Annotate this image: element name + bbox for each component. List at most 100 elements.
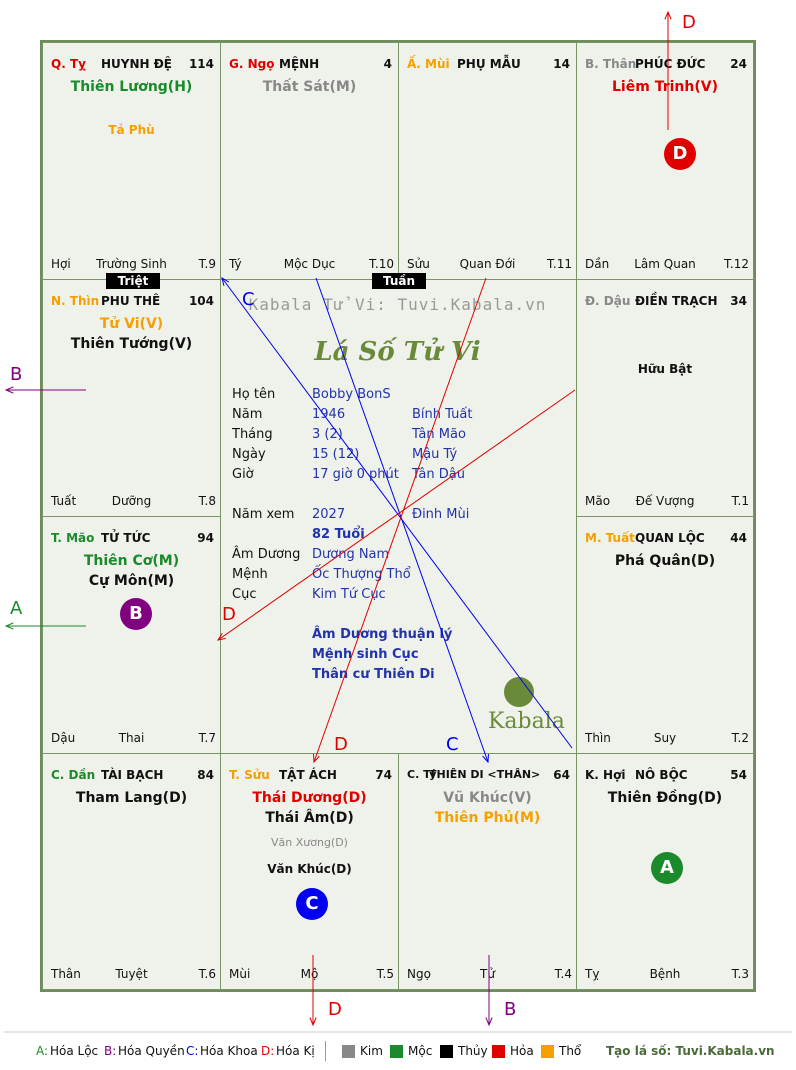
palace-footer-month: T.12 [724, 257, 749, 271]
palace-footer-branch: Dần [585, 257, 610, 271]
swatch-kim [342, 1045, 355, 1058]
info-label: Năm xem [232, 507, 295, 522]
palace-footer-branch: Mùi [229, 967, 251, 981]
legend-d-key: D: [261, 1044, 275, 1058]
info-can-chi: Mậu Tý [412, 447, 458, 462]
legend-b-key: B: [104, 1044, 117, 1058]
legend-thuy: Thủy [458, 1044, 488, 1058]
palace-footer-stage: Thai [118, 731, 145, 745]
palace-number: 84 [197, 768, 214, 782]
palace-footer-month: T.9 [198, 257, 216, 271]
palace-footer-branch: Ngọ [407, 967, 431, 981]
main-star: Tử Vi(V) [99, 316, 164, 332]
palace-name: THIÊN DI <THÂN> [429, 768, 541, 781]
palace-footer-stage: Mộ [300, 967, 319, 981]
info-value: Ốc Thượng Thổ [312, 567, 411, 582]
palace-footer-month: T.7 [198, 731, 216, 745]
legend-c-key: C: [186, 1044, 199, 1058]
info-label: Năm [232, 407, 263, 422]
info-label: Tháng [232, 427, 273, 442]
info-label: Cục [232, 587, 257, 602]
main-star: Thiên Đồng(D) [607, 790, 723, 806]
credit-link[interactable]: Tạo lá số: Tuvi.Kabala.vn [606, 1044, 775, 1058]
palace-name: QUAN LỘC [635, 531, 705, 545]
palace-number: 64 [553, 768, 570, 782]
palace-branch: Đ. Dậu [585, 294, 631, 308]
info-label: Âm Dương [232, 547, 301, 562]
palace-footer-branch: Dậu [51, 731, 76, 745]
info-note: Thân cư Thiên Di [312, 667, 435, 682]
palace-number: 44 [730, 531, 747, 545]
palace-footer-stage: Đế Vượng [635, 494, 695, 508]
arrow-label-left-a: A [10, 598, 23, 619]
palace-branch: M. Tuất [585, 531, 635, 545]
legend-a-text: Hóa Lộc [50, 1044, 99, 1058]
arrow-label-left-b: B [10, 364, 22, 385]
main-star: Thiên Lương(H) [70, 79, 193, 95]
palace-footer-month: T.3 [731, 967, 749, 981]
palace-footer-month: T.4 [554, 967, 572, 981]
info-value: 2027 [312, 507, 346, 522]
main-star: Thiên Tướng(V) [70, 336, 193, 352]
minor-star: Văn Khúc(D) [267, 862, 352, 876]
palace-branch: C. Tý [407, 768, 437, 781]
arrow-left-a-head [4, 622, 14, 630]
palace-name: PHỤ MẪU [457, 57, 521, 71]
palace-number: 94 [197, 531, 214, 545]
palace-footer-branch: Tỵ [585, 967, 600, 981]
info-label: Giờ [232, 467, 254, 482]
palace-footer-stage: Quan Đới [459, 257, 516, 271]
arrow-left-b-head [4, 386, 14, 394]
palace-name: ĐIỀN TRẠCH [635, 294, 718, 308]
logo-text: Lá Số Tử Vi [314, 337, 481, 367]
palace-footer-month: T.10 [369, 257, 394, 271]
palace-footer-stage: Lâm Quan [634, 257, 696, 271]
main-star: Thất Sát(M) [262, 79, 357, 95]
palace-footer-branch: Tý [229, 257, 242, 271]
palace-footer-stage: Trường Sinh [96, 257, 167, 271]
palace-branch: B. Thân [585, 57, 637, 71]
swatch-moc [390, 1045, 403, 1058]
swatch-hoa [492, 1045, 505, 1058]
palace-name: NÔ BỘC [635, 768, 688, 782]
palace-branch: Q. Tỵ [51, 57, 86, 71]
palace-footer-branch: Thân [51, 967, 81, 981]
main-star: Thiên Cơ(M) [83, 553, 180, 569]
main-star: Phá Quân(D) [614, 553, 716, 569]
main-star: Liêm Trinh(V) [612, 79, 718, 95]
arrow-label-bottom-b: B [504, 999, 516, 1020]
palace-footer-stage: Bệnh [649, 967, 681, 981]
main-star: Vũ Khúc(V) [443, 790, 532, 806]
palace-footer-stage: Dưỡng [111, 494, 152, 508]
legend-kim: Kim [360, 1044, 383, 1058]
palace-name: PHÚC ĐỨC [635, 57, 706, 71]
minor-star: Hữu Bật [637, 362, 693, 376]
palace-footer-month: T.1 [731, 494, 749, 508]
info-label: Họ tên [232, 387, 276, 402]
palace-footer-stage: Suy [653, 731, 677, 745]
palace-name: PHU THÊ [101, 294, 161, 308]
minor-star: Tả Phù [108, 123, 155, 137]
tuan-tag: Tuần [372, 273, 426, 289]
swatch-thuy [440, 1045, 453, 1058]
palace-branch: K. Hợi [585, 768, 626, 782]
legend-b-text: Hóa Quyền [118, 1044, 185, 1058]
palace-name: MỆNH [279, 57, 320, 71]
info-can-chi: Tân Dậu [412, 467, 465, 482]
info-value: 17 giờ 0 phút [312, 467, 399, 482]
palace-number: 4 [383, 57, 392, 71]
palace-branch: T. Sửu [229, 768, 270, 782]
info-note: Âm Dương thuận lý [312, 627, 453, 642]
palace-name: HUYNH ĐỆ [101, 57, 172, 71]
triet-tag: Triệt [106, 273, 160, 289]
info-label: Ngày [232, 447, 266, 462]
palace-footer-branch: Mão [585, 494, 611, 508]
